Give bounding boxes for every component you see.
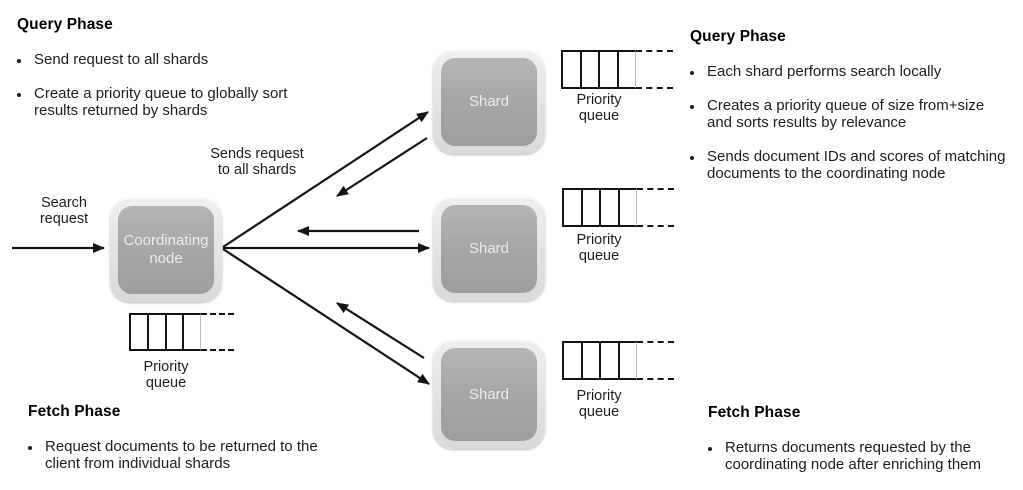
queue-cell [167,315,185,349]
bullet-item: Sends document IDs and scores of matchin… [704,148,1008,183]
queue-cell-faint [619,52,636,87]
priority-queue-coordinating-label: Priority queue [143,359,189,392]
arrow-shard-bottom-to-coordinating [336,302,425,359]
fetch-phase-right-bullets: Returns documents requested by the coord… [708,439,986,474]
shard-middle-box: Shard [433,197,545,301]
query-phase-right-heading: Query Phase [690,28,786,45]
queue-cell [601,190,620,225]
bullet-item: Returns documents requested by the coord… [722,439,986,474]
shard-top-box: Shard [433,50,545,154]
priority-queue-bottom-icon [562,341,674,380]
query-phase-right-bullets: Each shard performs search locally Creat… [690,63,1008,183]
shard-bottom-label: Shard [441,348,537,441]
queue-dashed-extension [636,50,673,89]
priority-queue-top-icon [561,50,673,89]
queue-cell [583,190,601,225]
queue-cell-faint [184,315,200,349]
coordinating-node-label: Coordinating node [118,206,214,294]
queue-cell [563,52,582,87]
priority-queue-middle-label: Priority queue [576,232,622,265]
queue-cell [601,343,620,378]
arrow-shard-top-to-coordinating [336,137,428,197]
queue-cell [149,315,167,349]
priority-queue-middle-icon [562,188,674,227]
arrow-coordinating-to-shard-bottom [222,248,430,385]
section-fetch-phase-left: Fetch Phase Request documents to be retu… [28,403,350,490]
bullet-item: Send request to all shards [31,51,333,69]
queue-cell [564,190,583,225]
queue-cells [561,50,636,89]
bullet-item: Creates a priority queue of size from+si… [704,97,1008,132]
bullet-item: Create a priority queue to globally sort… [31,85,333,120]
priority-queue-top-label: Priority queue [576,92,622,125]
fetch-phase-left-bullets: Request documents to be returned to the … [28,438,350,473]
queue-dashed-extension [201,313,234,351]
section-query-phase-right: Query Phase Each shard performs search l… [690,28,1008,200]
sends-request-label: Sends request to all shards [210,146,304,179]
section-fetch-phase-right: Fetch Phase Returns documents requested … [708,404,986,490]
queue-cell [564,343,583,378]
queue-dashed-extension [637,188,674,227]
bullet-item: Request documents to be returned to the … [42,438,350,473]
priority-queue-bottom-label: Priority queue [576,388,622,421]
queue-cells [129,313,201,351]
queue-cell [600,52,619,87]
queue-cells [562,341,637,380]
query-phase-left-heading: Query Phase [17,16,113,33]
queue-cell [131,315,149,349]
fetch-phase-right-heading: Fetch Phase [708,404,801,421]
queue-dashed-extension [637,341,674,380]
shard-bottom-box: Shard [433,340,545,449]
search-request-label: Search request [39,195,89,228]
fetch-phase-left-heading: Fetch Phase [28,403,121,420]
queue-cell [582,52,600,87]
shard-top-label: Shard [441,58,537,146]
bullet-item: Each shard performs search locally [704,63,1008,81]
queue-cells [562,188,637,227]
coordinating-node-box: Coordinating node [110,198,222,302]
queue-cell [583,343,601,378]
section-query-phase-left: Query Phase Send request to all shards C… [17,16,333,137]
queue-cell-faint [620,190,637,225]
queue-cell-faint [620,343,637,378]
shard-middle-label: Shard [441,205,537,293]
priority-queue-coordinating-icon [129,313,234,351]
query-phase-left-bullets: Send request to all shards Create a prio… [17,51,333,120]
